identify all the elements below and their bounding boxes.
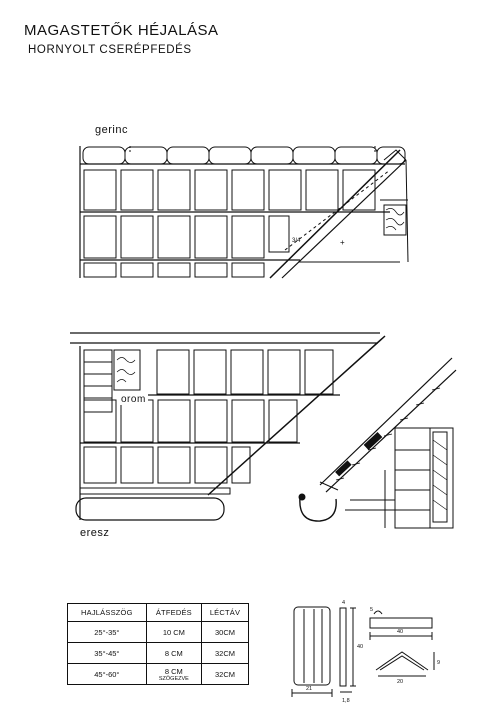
tile-row-1 bbox=[83, 169, 376, 211]
eaves-batten bbox=[79, 487, 231, 495]
tile-detail bbox=[291, 606, 435, 697]
svg-text:+: + bbox=[340, 238, 345, 247]
gable-brickwork bbox=[83, 349, 141, 413]
page-title: MAGASTETŐK HÉJALÁSA bbox=[24, 22, 219, 39]
dim-tile-height: 40 bbox=[357, 644, 363, 650]
cell-spacing: 32CM bbox=[201, 642, 249, 664]
roof-section bbox=[298, 357, 457, 529]
dim-ridge-height: 9 bbox=[437, 660, 440, 666]
dim-ridge-width: 20 bbox=[397, 679, 403, 685]
eaves-drawing bbox=[70, 332, 457, 529]
tile-row-5 bbox=[83, 399, 298, 443]
spec-table: HAJLÁSSZÖG ÁTFEDÉS LÉCTÁV 25°-35° 10 CM … bbox=[67, 603, 249, 685]
tile-row-3 bbox=[83, 262, 265, 278]
table-row: 45°-60° 8 CM SZÖGEZVE 32CM bbox=[67, 663, 249, 685]
page-subtitle: HORNYOLT CSERÉPFEDÉS bbox=[28, 44, 192, 56]
cell-spacing: 32CM bbox=[201, 663, 249, 685]
ridge-tiles-row bbox=[82, 146, 406, 165]
cell-angle: 25°-35° bbox=[67, 621, 147, 643]
tile-row-6 bbox=[83, 446, 251, 484]
cell-angle: 45°-60° bbox=[67, 663, 147, 685]
table-header-row: HAJLÁSSZÖG ÁTFEDÉS LÉCTÁV bbox=[67, 603, 249, 622]
ridge-drawing: + 3/4 bbox=[79, 146, 409, 279]
cell-angle: 35°-45° bbox=[67, 642, 147, 664]
table-row: 25°-35° 10 CM 30CM bbox=[67, 621, 249, 643]
dim-tile-side: 1,8 bbox=[342, 698, 350, 704]
header-overlap: ÁTFEDÉS bbox=[145, 603, 203, 622]
label-ridge: gerinc bbox=[95, 124, 128, 136]
label-eaves: eresz bbox=[80, 527, 110, 539]
cell-overlap: 8 CM bbox=[164, 666, 183, 676]
header-spacing: LÉCTÁV bbox=[201, 603, 249, 622]
label-gable: orom bbox=[119, 394, 148, 405]
cell-overlap: 8 CM bbox=[145, 642, 203, 664]
cell-spacing: 30CM bbox=[201, 621, 249, 643]
dim-tile-width: 21 bbox=[306, 686, 312, 692]
cell-overlap: 10 CM bbox=[145, 621, 203, 643]
gutter bbox=[75, 497, 225, 521]
dim-profile-height: 5 bbox=[370, 607, 373, 613]
cell-overlap-note: SZÖGEZVE bbox=[158, 675, 189, 682]
tile-row-4 bbox=[156, 349, 334, 395]
table-row: 35°-45° 8 CM 32CM bbox=[67, 642, 249, 664]
svg-text:3/4: 3/4 bbox=[292, 238, 301, 244]
header-angle: HAJLÁSSZÖG bbox=[67, 603, 147, 622]
dim-tile-lug: 4 bbox=[342, 600, 345, 606]
dim-profile-length: 40 bbox=[397, 629, 403, 635]
tile-row-2 bbox=[83, 215, 290, 259]
ridge-wood-section bbox=[383, 204, 407, 236]
cell-overlap-nailed: 8 CM SZÖGEZVE bbox=[145, 663, 203, 685]
